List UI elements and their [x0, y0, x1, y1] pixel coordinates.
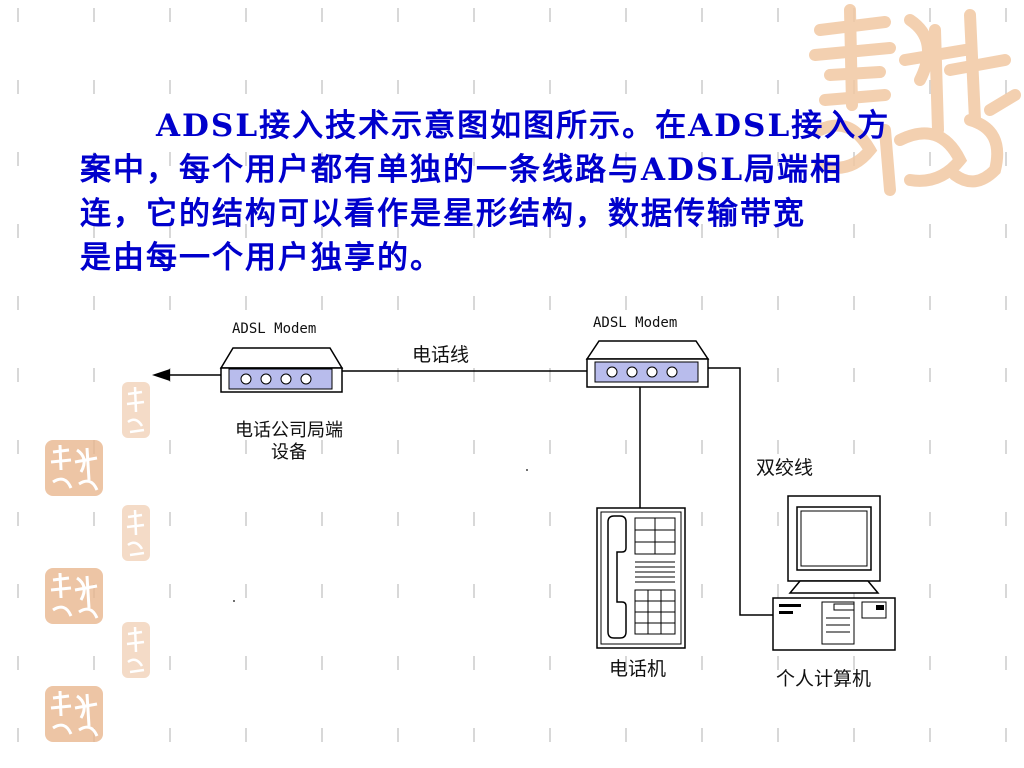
left-adsl-modem: [221, 348, 342, 392]
telephone-label: 电话机: [609, 654, 666, 681]
phone-line-label: 电话线: [412, 340, 469, 367]
outbound-arrow: [152, 369, 221, 381]
telephone-icon: [597, 508, 685, 648]
left-modem-label: ADSL Modem: [232, 321, 316, 337]
personal-computer-icon: [773, 496, 895, 650]
right-adsl-modem: [587, 341, 708, 387]
right-modem-label: ADSL Modem: [593, 315, 677, 331]
twisted-pair-cable: [708, 368, 773, 615]
twisted-pair-label: 双绞线: [756, 453, 813, 480]
computer-label: 个人计算机: [776, 664, 871, 691]
telco-equipment-label: 电话公司局端设备: [234, 420, 344, 464]
